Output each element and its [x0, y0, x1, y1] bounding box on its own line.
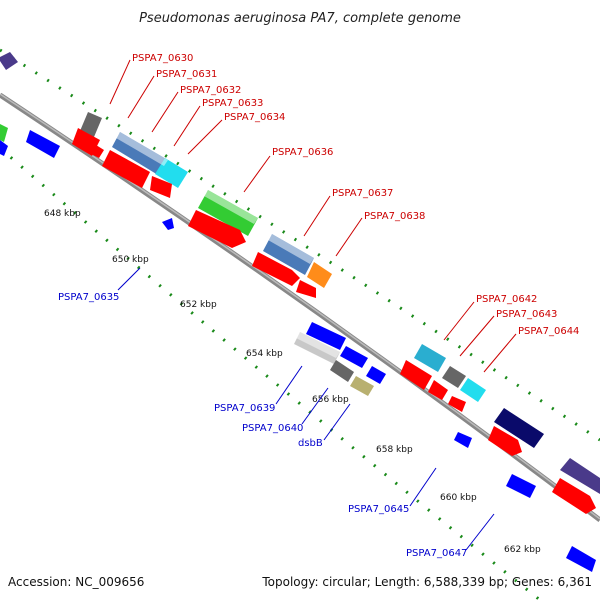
gene-arrow[interactable]: [506, 474, 536, 498]
gene-label[interactable]: PSPA7_0634: [224, 112, 285, 123]
gene-label[interactable]: PSPA7_0631: [156, 69, 217, 80]
gene-arrow[interactable]: [150, 176, 172, 198]
forward-gene-labels: PSPA7_0630 PSPA7_0631 PSPA7_0632 PSPA7_0…: [109, 53, 579, 373]
gene-label[interactable]: PSPA7_0645: [348, 504, 409, 515]
tick-label: 656 kbp: [312, 395, 349, 405]
tick-label: 652 kbp: [180, 300, 217, 310]
gene-label[interactable]: PSPA7_0632: [180, 85, 241, 96]
gene-arrow[interactable]: [454, 432, 472, 448]
gene-label[interactable]: PSPA7_0647: [406, 548, 467, 559]
topology-text: Topology: circular; Length: 6,588,339 bp…: [261, 575, 592, 589]
gene-label[interactable]: PSPA7_0636: [272, 147, 333, 158]
gene-label[interactable]: PSPA7_0639: [214, 403, 275, 414]
reverse-gene-labels: PSPA7_0635 PSPA7_0639 PSPA7_0640 dsbB PS…: [58, 267, 495, 559]
gene-arrow[interactable]: [366, 366, 386, 384]
gene-arrow[interactable]: [162, 218, 174, 230]
gene-block[interactable]: [460, 378, 486, 402]
reverse-blue-genes: [0, 130, 596, 572]
gene-label[interactable]: PSPA7_0637: [332, 188, 393, 199]
gene-block[interactable]: [330, 360, 354, 382]
gene-block[interactable]: [494, 408, 544, 448]
tick-label: 650 kbp: [112, 255, 149, 265]
gene-arrow[interactable]: [188, 210, 246, 248]
gene-arrow[interactable]: [448, 396, 466, 412]
genome-backbone: [0, 92, 600, 522]
gene-arrow[interactable]: [340, 346, 368, 368]
gene-label[interactable]: PSPA7_0640: [242, 423, 303, 434]
gene-arrow[interactable]: [566, 546, 596, 572]
tick-label: 660 kbp: [440, 493, 477, 503]
gene-block[interactable]: [80, 112, 102, 137]
gene-label[interactable]: PSPA7_0630: [132, 53, 193, 64]
gene-block[interactable]: [560, 458, 600, 494]
gene-label[interactable]: PSPA7_0638: [364, 211, 425, 222]
outer-dotted-ring: [0, 48, 600, 442]
gene-arrow[interactable]: [72, 128, 100, 156]
gene-arrow[interactable]: [0, 124, 8, 142]
tick-label: 654 kbp: [246, 349, 283, 359]
gene-arrow[interactable]: [102, 150, 150, 188]
tick-label: 648 kbp: [44, 209, 81, 219]
gene-label[interactable]: PSPA7_0633: [202, 98, 263, 109]
gene-label[interactable]: PSPA7_0644: [518, 326, 579, 337]
accession-text: Accession: NC_009656: [8, 575, 144, 589]
gene-block[interactable]: [198, 190, 258, 236]
gene-block[interactable]: [350, 376, 374, 396]
tick-labels: 648 kbp 650 kbp 652 kbp 654 kbp 656 kbp …: [44, 209, 541, 555]
gene-block[interactable]: [414, 344, 446, 372]
gene-arrow[interactable]: [400, 360, 432, 390]
gene-label[interactable]: PSPA7_0643: [496, 309, 557, 320]
gene-label[interactable]: dsbB: [298, 438, 323, 449]
gene-arrow[interactable]: [26, 130, 60, 158]
map-title: Pseudomonas aeruginosa PA7, complete gen…: [139, 11, 461, 26]
gene-arrow[interactable]: [0, 140, 8, 156]
gene-arrow[interactable]: [252, 252, 300, 286]
gene-block[interactable]: [307, 262, 332, 288]
gene-arrow[interactable]: [552, 478, 596, 514]
gene-block[interactable]: [0, 52, 18, 70]
tick-label: 662 kbp: [504, 545, 541, 555]
gene-shading: [116, 132, 340, 358]
gene-label[interactable]: PSPA7_0642: [476, 294, 537, 305]
gene-arrow[interactable]: [306, 322, 346, 350]
gene-arrow[interactable]: [91, 145, 104, 158]
tick-label: 658 kbp: [376, 445, 413, 455]
gene-arrow[interactable]: [488, 426, 522, 456]
forward-red-genes: [0, 124, 596, 514]
gene-block[interactable]: [442, 366, 466, 388]
gene-label[interactable]: PSPA7_0635: [58, 292, 119, 303]
gene-arrow[interactable]: [428, 380, 448, 400]
gene-arrow[interactable]: [296, 280, 316, 298]
